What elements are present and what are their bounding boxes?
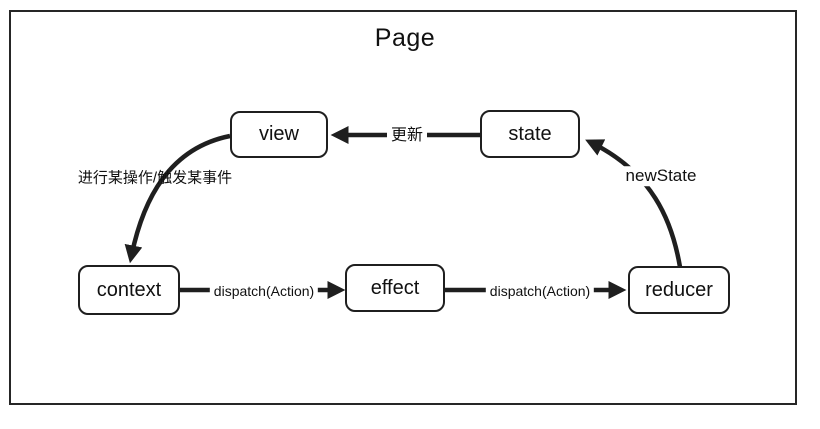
edge-label-newstate: newState xyxy=(621,166,701,186)
edge-label-user-action: 进行某操作/触发某事件 xyxy=(77,169,233,187)
edge-view-to-context xyxy=(124,133,231,264)
node-state-label: state xyxy=(508,122,552,145)
node-effect: effect xyxy=(345,264,445,312)
node-view: view xyxy=(230,111,328,158)
edge-label-dispatch-action-1: dispatch(Action) xyxy=(209,282,319,300)
node-view-label: view xyxy=(258,123,299,145)
node-state: state xyxy=(480,110,580,158)
diagram-title: Page xyxy=(374,24,436,52)
edge-label-dispatch-action-2: dispatch(Action) xyxy=(485,282,595,300)
node-effect-label: effect xyxy=(370,276,420,299)
node-context: context xyxy=(78,265,180,315)
node-reducer: reducer xyxy=(628,266,730,314)
edge-label-update: 更新 xyxy=(386,126,428,146)
node-reducer-label: reducer xyxy=(645,278,713,301)
diagram-border xyxy=(9,10,797,405)
node-context-label: context xyxy=(96,278,162,301)
edge-reducer-to-state xyxy=(585,139,683,268)
